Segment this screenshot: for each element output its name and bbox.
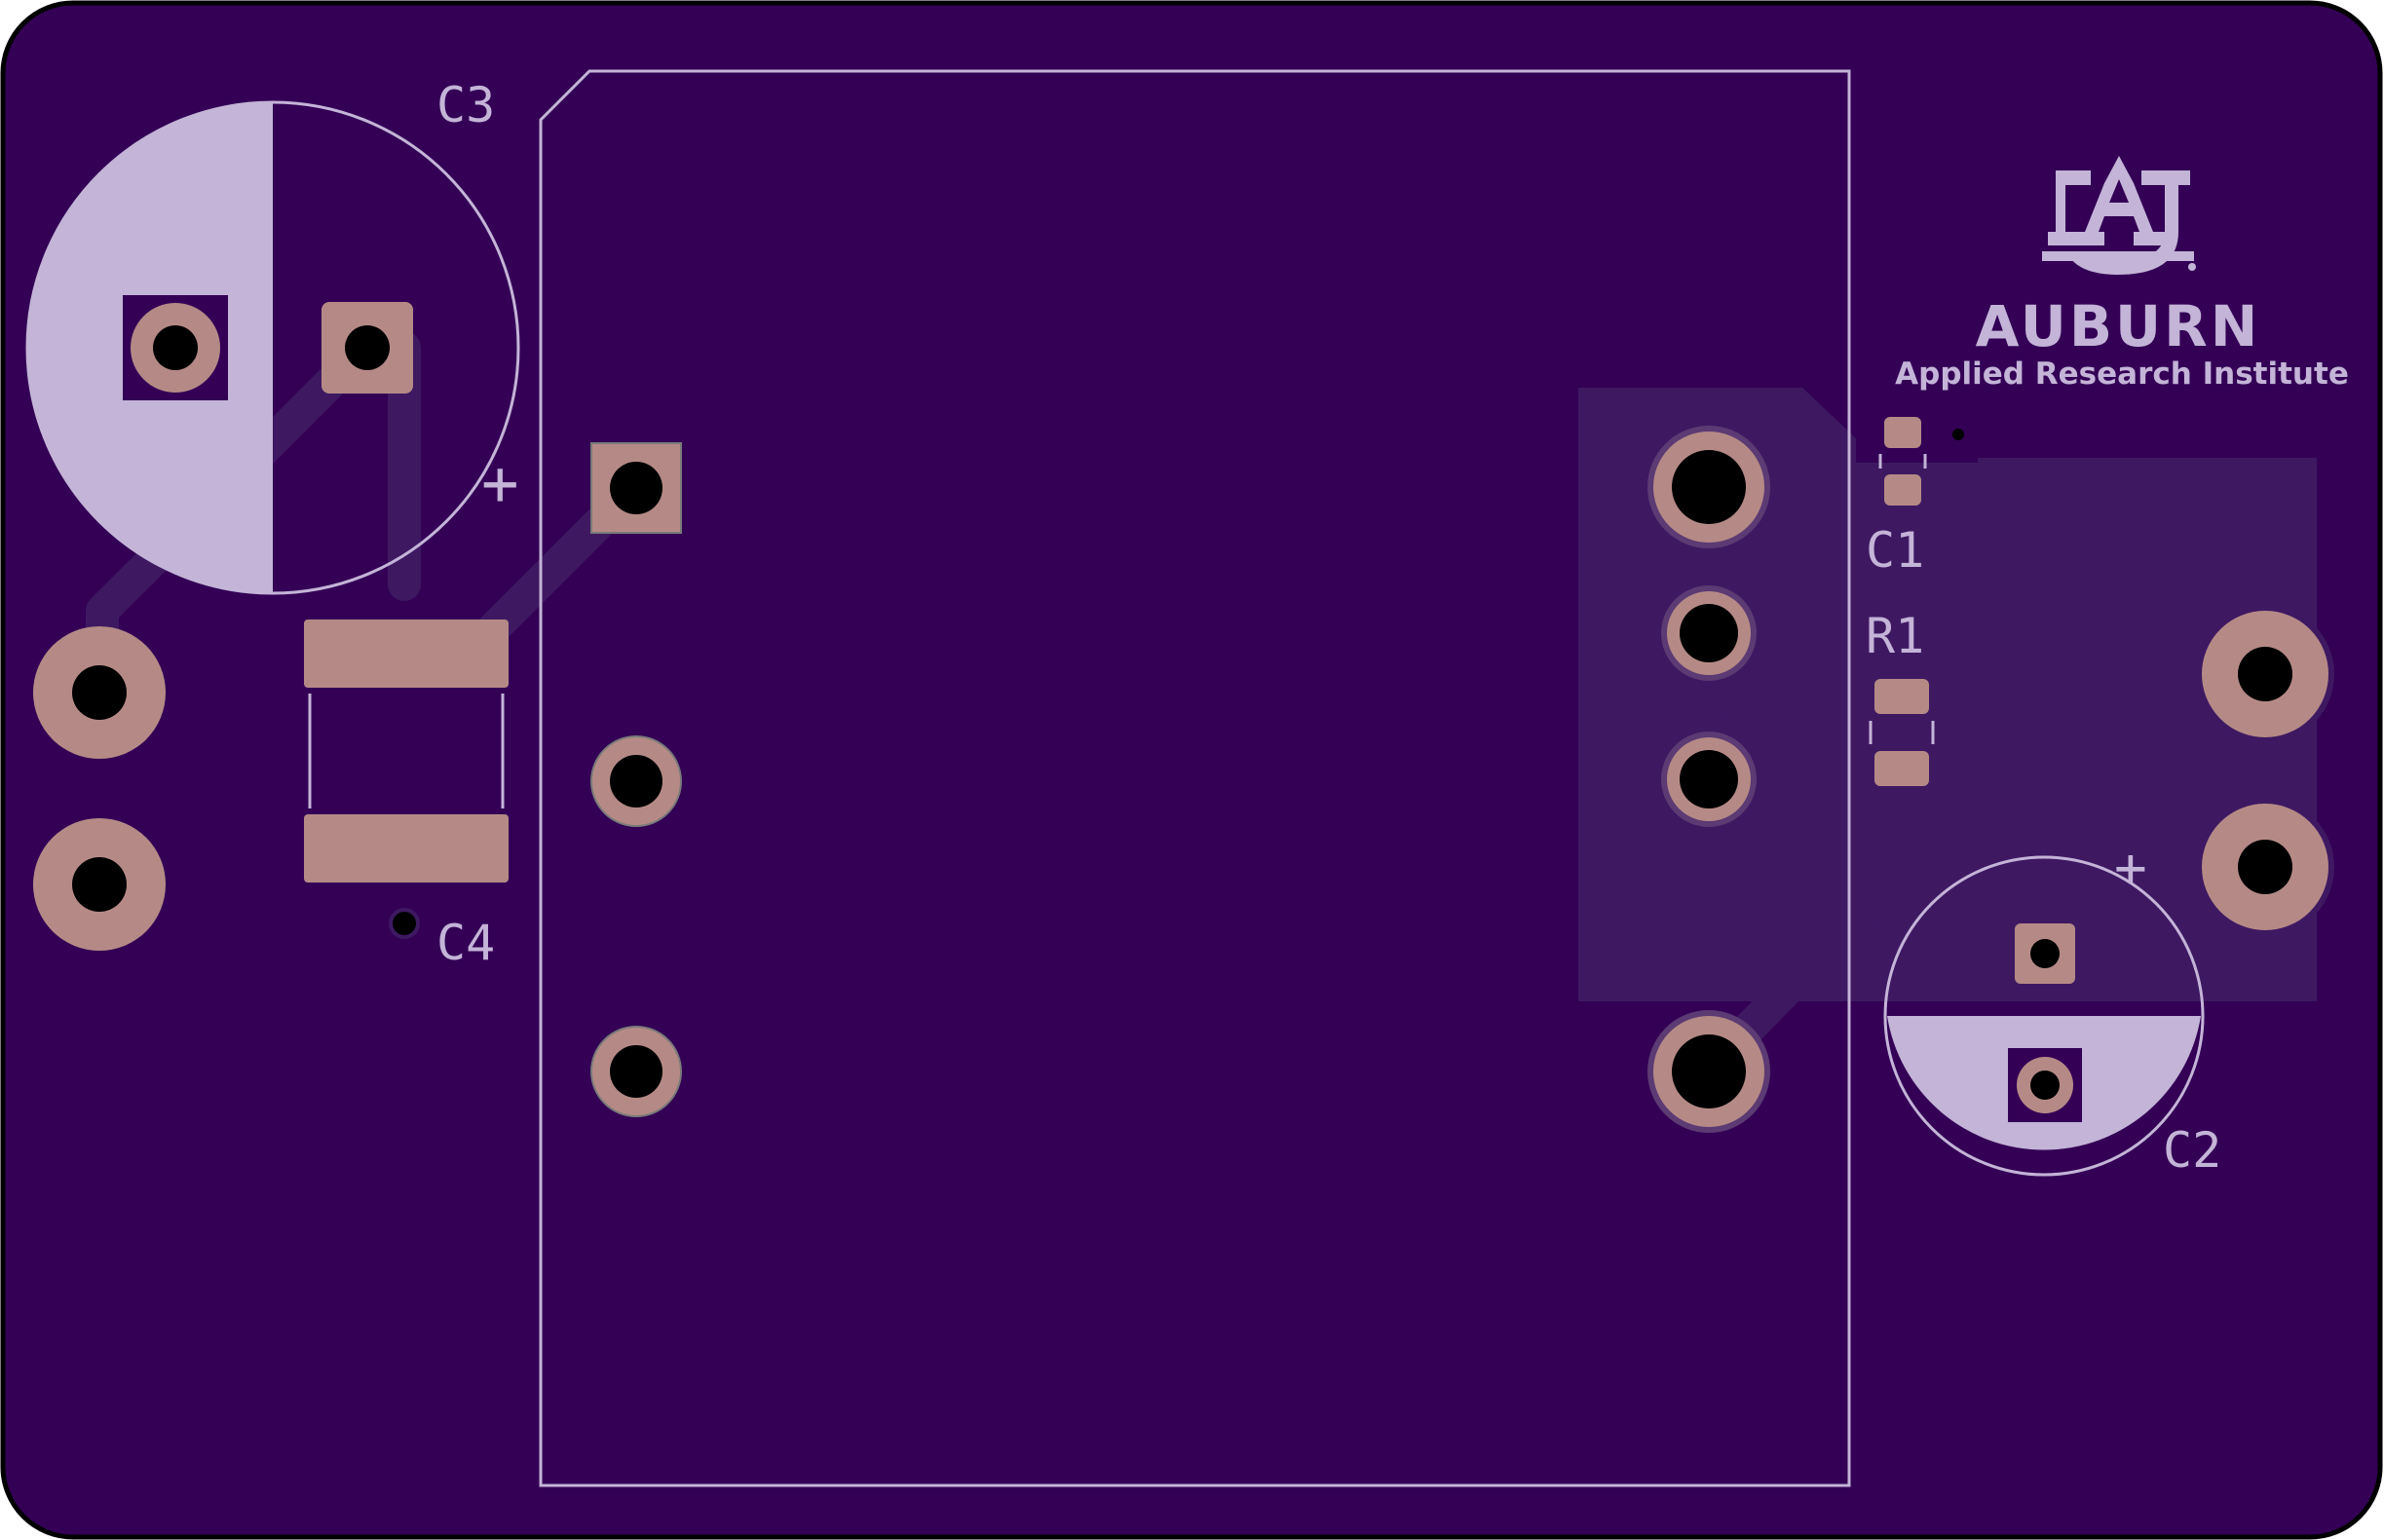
c4-pad-1 — [304, 620, 509, 688]
c3-capacitor-footprint — [25, 100, 520, 595]
c4-pad-2 — [304, 814, 509, 883]
module-pin-2-drill — [610, 755, 662, 808]
c4-via — [389, 908, 420, 939]
left-connector-pin-2-drill — [72, 857, 127, 912]
module-pins-left — [590, 442, 682, 1117]
c2-pad-positive-drill — [2030, 939, 2060, 968]
c2-outline — [1883, 855, 2205, 1177]
copper-pour-zone — [1578, 388, 2317, 1001]
module-pins-right — [1647, 426, 1770, 1133]
c4-capacitor-footprint — [304, 620, 509, 939]
c2-plus-mark: + — [2114, 837, 2147, 900]
traces — [86, 331, 1916, 1086]
r1-pad-2 — [1874, 751, 1929, 786]
c1-capacitor-footprint — [1878, 417, 1964, 506]
module-pin-6-drill — [1680, 750, 1738, 808]
c3-pad-2-drill — [345, 325, 390, 370]
c1-via — [1952, 429, 1964, 440]
r1-pad-1 — [1874, 679, 1929, 714]
right-connector-pin-1-drill — [2238, 647, 2292, 701]
c1-pad-1 — [1884, 417, 1921, 448]
auburn-au-monogram-icon — [2042, 156, 2196, 275]
left-connector — [33, 626, 166, 951]
module-pin-4-drill — [1672, 450, 1746, 524]
left-connector-pin-1-drill — [72, 665, 127, 720]
module-pin-1-drill — [610, 462, 662, 514]
c3-plus-mark: + — [481, 448, 519, 520]
module-pin-3-drill — [610, 1045, 662, 1098]
c2-pad-negative-drill — [2030, 1070, 2060, 1100]
right-connector-pin-2-drill — [2238, 840, 2292, 894]
right-connector — [2196, 605, 2334, 936]
c4-label: C4 — [436, 915, 495, 971]
c3-label: C3 — [436, 77, 495, 133]
module-pin-5-drill — [1680, 604, 1738, 662]
c3-pad-1-drill — [153, 325, 198, 370]
auburn-logo-subtitle: Applied Research Institute — [1895, 357, 2349, 392]
r1-resistor-footprint — [1869, 679, 1935, 786]
c1-pad-2 — [1884, 474, 1921, 506]
c3-outline — [25, 100, 520, 595]
c2-label: C2 — [2163, 1122, 2221, 1179]
c1-label: C1 — [1866, 522, 1924, 579]
c2-capacitor-footprint — [1883, 855, 2205, 1177]
module-outline — [539, 69, 1851, 1487]
r1-label: R1 — [1866, 608, 1924, 664]
auburn-logo-name: AUBURN — [1976, 293, 2261, 359]
module-pin-7-drill — [1672, 1034, 1746, 1108]
